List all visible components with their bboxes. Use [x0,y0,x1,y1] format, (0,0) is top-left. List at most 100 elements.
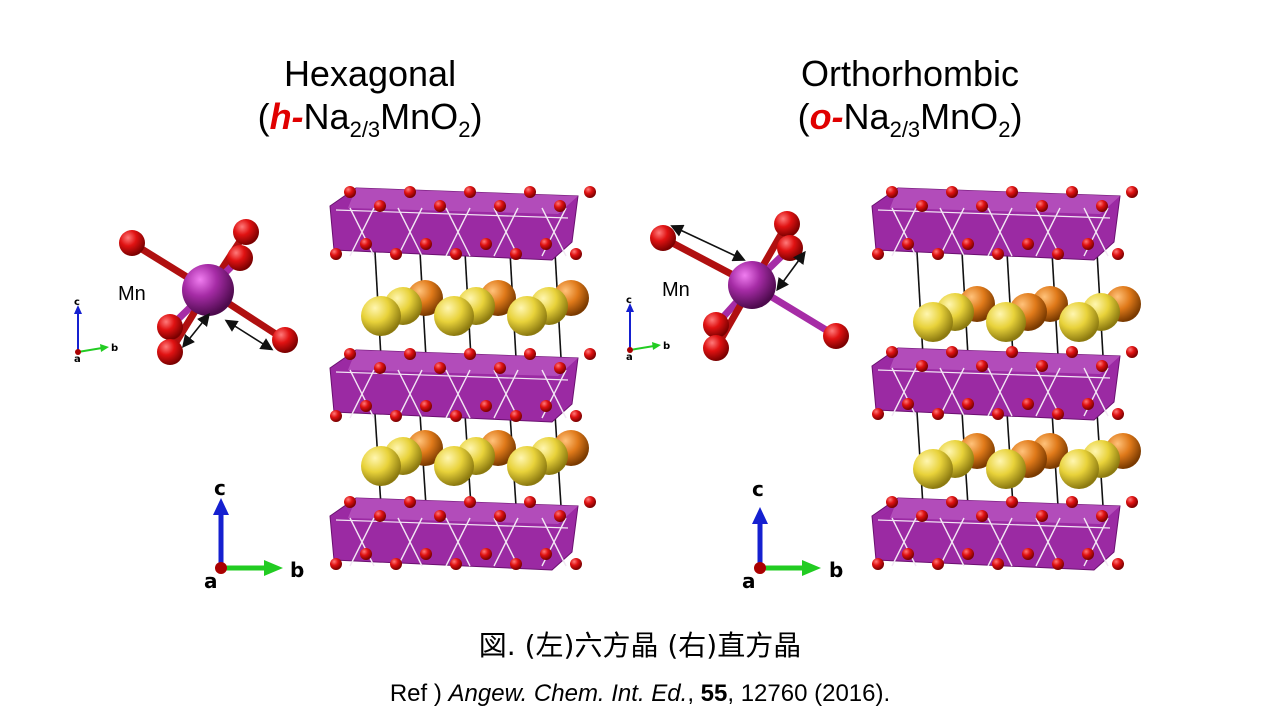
oxygen-atom [1006,346,1018,358]
oxygen-atom [450,248,462,260]
oxygen-atom [450,558,462,570]
octahedra-edge [987,207,1013,257]
oxygen-atom [992,558,1004,570]
oxygen-atom [570,410,582,422]
oxygen-atom [360,238,372,250]
small-axis-c-label: c [626,295,632,306]
sodium-layer [361,430,589,486]
octahedra-edge [877,209,1111,219]
oxygen-atom [554,362,566,374]
oxygen-atom [494,510,506,522]
oxygen-atom [916,510,928,522]
octahedra-edge [349,207,375,257]
large-axes-left: c b a [204,476,304,593]
octahedra-edge [335,519,569,529]
octahedra-edge [891,367,917,417]
oxygen-atom [1052,248,1064,260]
octahedra-edge [987,517,1013,567]
oxygen-atom [872,408,884,420]
oxygen-atom [390,558,402,570]
oxygen-atom [524,186,536,198]
reference-prefix: Ref ) [389,680,449,707]
reference-citation: Ref ) Angew. Chem. Int. Ed., 55, 12760 (… [0,680,1280,708]
oxygen-atom [1082,238,1094,250]
octahedra-edge [891,517,917,567]
oxygen-atom [524,348,536,360]
oxygen-atom [1126,186,1138,198]
oxygen-atom [434,362,446,374]
octahedra-edge [939,517,965,567]
octahedra-edge [939,367,965,417]
octahedra-edge [397,207,423,257]
octahedra-edge [349,369,375,419]
octahedra-edge [445,369,471,419]
reference-volume: 55 [700,680,728,707]
figure-caption: 図. (左)六方晶 (右)直方晶 [478,629,802,662]
sodium-layer [913,433,1141,489]
oxygen-atom [390,248,402,260]
octahedra-edge [335,209,569,219]
oxygen-atom [510,248,522,260]
oxygen-atom [992,408,1004,420]
sodium-atom-yellow [986,302,1026,342]
oxygen-atom [360,548,372,560]
oxygen-atom [374,510,386,522]
oxygen-atom [1052,408,1064,420]
oxygen-atom [570,248,582,260]
oxygen-atom [962,398,974,410]
oxygen-atom [946,346,958,358]
formula-na-subscript: 2/3 [349,117,381,143]
axis-c-label: c [752,477,764,501]
reference-pages-year: , 12760 (2016). [727,680,891,707]
mno2-layer [329,186,596,261]
mno2-layer [871,186,1138,261]
octahedra-edge [445,517,471,567]
oxygen-atom [344,496,356,508]
oxygen-atom [570,558,582,570]
oxygen-atom [992,248,1004,260]
oxygen-atom [404,496,416,508]
oxygen-atom [420,548,432,560]
sodium-atom-yellow [434,446,474,486]
oxygen-atom [554,510,566,522]
oxygen-atom [360,400,372,412]
mno2-layer [871,496,1138,571]
oxygen-atom [450,410,462,422]
oxygen-atom [420,400,432,412]
axis-b-label: b [290,558,304,582]
octahedra-edge [987,367,1013,417]
oxygen-atom [962,548,974,560]
oxygen-atom [1096,200,1108,212]
oxygen-atom [962,238,974,250]
oxygen-atom [464,186,476,198]
small-axes-left: c b a [74,297,118,365]
mn-label-left: Mn [118,283,146,305]
oxygen-atom [344,348,356,360]
formula-na: Na [843,96,890,138]
octahedra-edge [877,369,1111,379]
oxygen-atom [584,348,596,360]
oxygen-atom [872,558,884,570]
oxygen-atom [330,410,342,422]
oxygen-atom [1112,248,1124,260]
crystal-structure-orthorhombic [871,186,1141,571]
small-axis-a-label: a [626,352,633,363]
octahedra-edge [939,207,965,257]
oxygen-atom [390,410,402,422]
oxygen-atom [872,248,884,260]
oxygen-atom [1126,346,1138,358]
oxygen-atom [480,400,492,412]
oxygen-atom [932,408,944,420]
sodium-atom-yellow [507,446,547,486]
axis-c-label: c [214,476,226,500]
octahedra-edge [445,207,471,257]
oxygen-atom [1066,346,1078,358]
octahedra-edge [397,369,423,419]
title-hexagonal: Hexagonal (h-Na2/3MnO2) [200,52,540,141]
sodium-atom-yellow [1059,302,1099,342]
oxygen-atom [584,186,596,198]
octahedra-edge [397,517,423,567]
formula-o-subscript: 2 [998,117,1011,143]
oxygen-atom [1022,398,1034,410]
mn-atom-right [728,261,776,309]
